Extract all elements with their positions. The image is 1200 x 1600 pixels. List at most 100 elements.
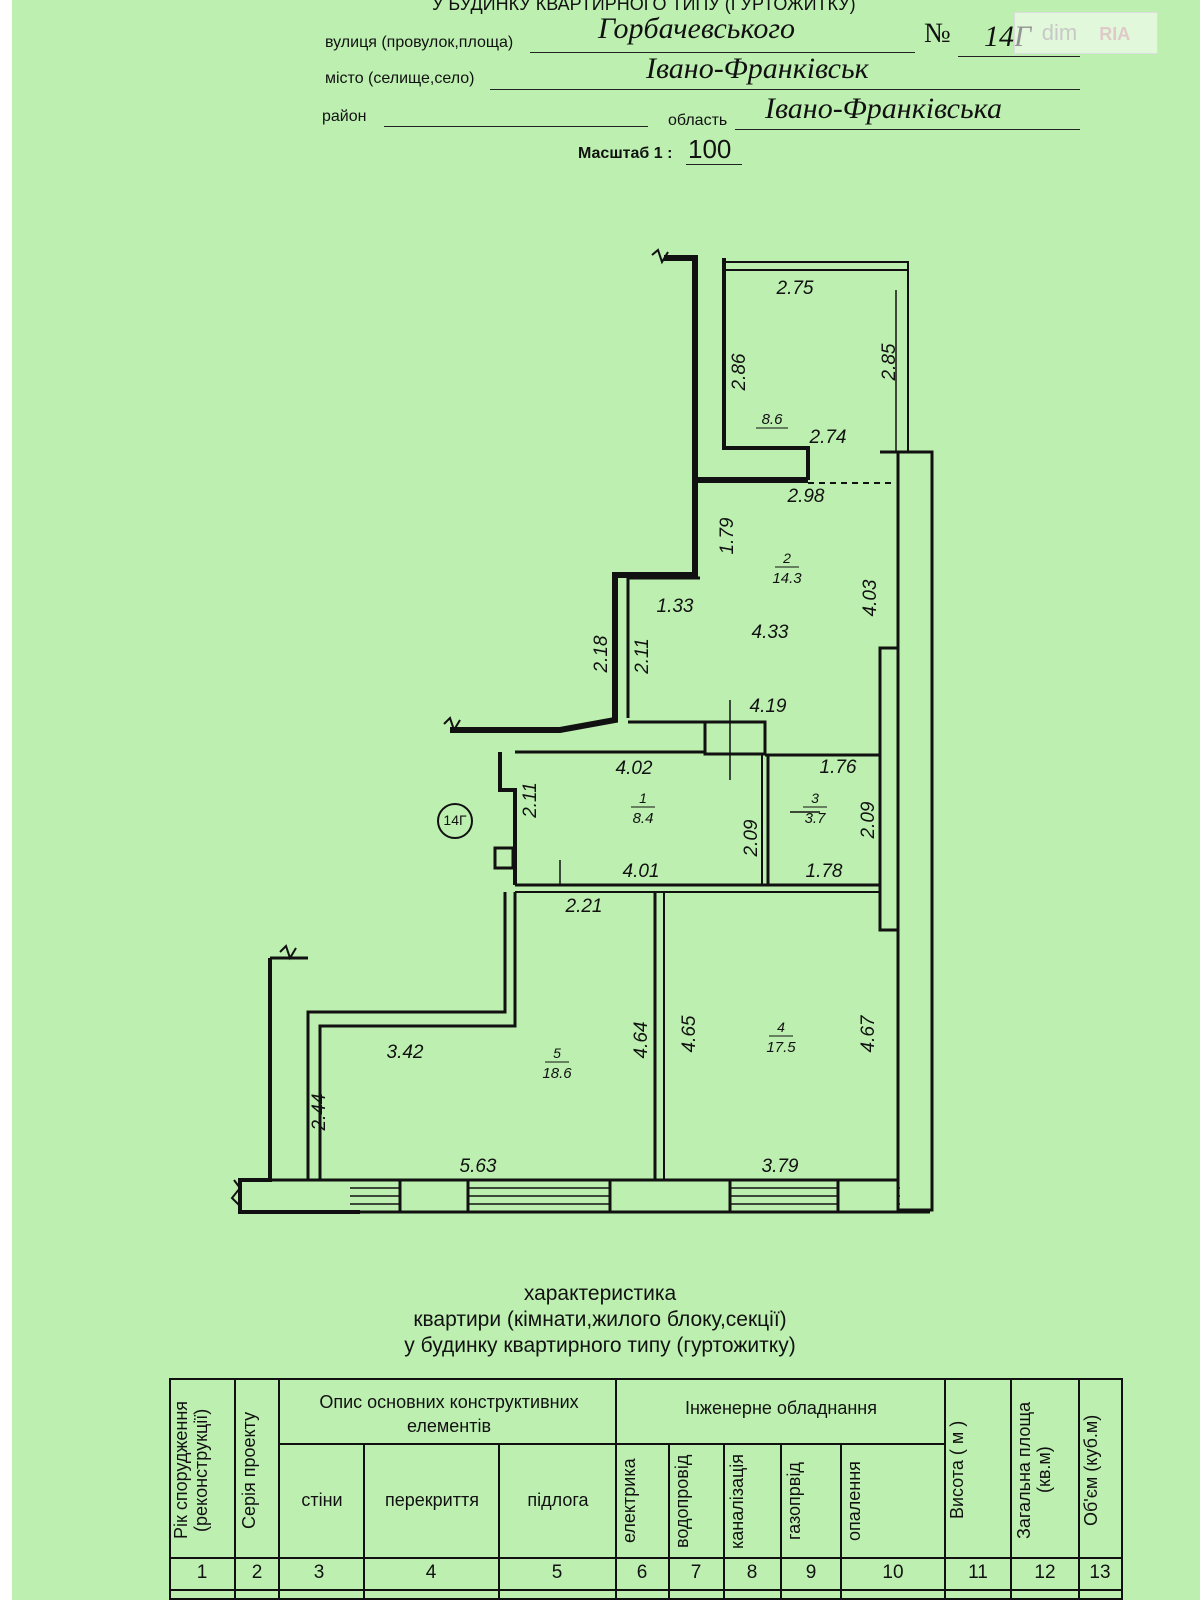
- dimension-label: 2.18: [591, 635, 612, 673]
- city-underline: [490, 89, 1080, 90]
- dimension-label: 1.78: [806, 861, 843, 882]
- col-walls: стіни: [301, 1490, 343, 1510]
- dimension-label: 1.33: [657, 596, 694, 617]
- room-area: 17.5: [766, 1039, 796, 1056]
- col-heating: опалення: [844, 1461, 864, 1541]
- building-number-circle: [437, 803, 473, 839]
- dimension-label: 4.19: [750, 696, 787, 717]
- dimension-label: 4.33: [752, 622, 789, 643]
- window-pier-2: [608, 1178, 732, 1214]
- dimension-label: 4.02: [616, 758, 653, 779]
- room-area: 14.3: [772, 570, 802, 587]
- district-label: район: [322, 108, 367, 125]
- column-number: 6: [636, 1562, 648, 1583]
- street-label: вулиця (провулок,площа): [325, 34, 514, 51]
- characteristics-line2: квартири (кімнати,жилого блоку,секції): [413, 1308, 787, 1331]
- column-number: 12: [1034, 1562, 1056, 1583]
- characteristics-line3: у будинку квартирного типу (гуртожитку): [404, 1334, 796, 1357]
- dimension-label: 2.74: [809, 427, 847, 448]
- balcony-rail: [724, 261, 909, 452]
- col-gas: газопрвід: [784, 1462, 804, 1540]
- room-area: 8.6: [762, 411, 784, 428]
- wall-mid-west: [450, 480, 698, 733]
- dimension-label: 2.09: [741, 819, 762, 857]
- region-label: область: [668, 112, 728, 129]
- group-engineering-equipment: Інженерне обладнання: [684, 1398, 877, 1418]
- scan-margin: [0, 0, 12, 1600]
- col-volume: Об'єм (куб.м): [1081, 1414, 1101, 1526]
- col-sewerage: каналізація: [727, 1453, 747, 1549]
- wall-east-inner: [878, 450, 900, 1210]
- dimension-label: 2.44: [309, 1094, 330, 1132]
- dimension-label: 2.21: [565, 896, 603, 917]
- room-number: 1: [639, 790, 647, 806]
- city-label: місто (селище,село): [325, 70, 475, 87]
- dimension-label: 2.85: [879, 343, 900, 381]
- characteristics-table: Рік спорудження (реконструкції) Серія пр…: [169, 1378, 1123, 1600]
- room-area: 18.6: [542, 1065, 572, 1082]
- watermark-brand-ria: RIA: [1099, 24, 1131, 44]
- building-number: 14Г: [443, 812, 467, 828]
- dimension-label: 3.42: [387, 1042, 424, 1063]
- watermark-brand: dim: [1041, 20, 1078, 45]
- dimension-label: 4.65: [679, 1015, 700, 1052]
- dimension-label: 2.86: [729, 353, 750, 391]
- district-underline: [384, 126, 648, 127]
- wall-hall-top: [703, 720, 767, 756]
- header-top-line: У БУДИНКУ КВАРТИРНОГО ТИПУ (ГУРТОЖИТКУ): [432, 0, 856, 14]
- room-number: 5: [553, 1045, 561, 1061]
- dimension-label: 4.03: [860, 579, 881, 616]
- region-underline: [735, 129, 1080, 130]
- dimension-label: 4.01: [623, 861, 660, 882]
- dimension-label: 2.11: [520, 782, 541, 819]
- dimension-label: 4.64: [631, 1022, 652, 1059]
- column-number: 7: [690, 1562, 702, 1583]
- scale-label: Масштаб 1 :: [578, 145, 673, 162]
- room-number: 3: [811, 790, 819, 806]
- wall-balcony-west: [722, 258, 810, 480]
- col-electricity: електрика: [619, 1458, 639, 1544]
- scale-value: 100: [688, 134, 732, 164]
- number-underline: [958, 56, 1080, 57]
- window-pier-3: [836, 1178, 900, 1214]
- column-number: 8: [746, 1562, 758, 1583]
- column-number: 13: [1089, 1562, 1111, 1583]
- street-underline: [530, 52, 915, 53]
- col-total-area: Загальна площа (кв.м): [1014, 1401, 1054, 1539]
- column-number: 5: [551, 1562, 563, 1583]
- col-project-series: Серія проекту: [239, 1411, 259, 1529]
- door-stub: [493, 846, 515, 870]
- dimria-watermark-logo: dim RIA: [1014, 12, 1158, 54]
- column-number: 9: [805, 1562, 817, 1583]
- number-label: №: [924, 18, 951, 49]
- dimension-label: 2.11: [632, 638, 653, 675]
- room-area: 3.7: [805, 810, 827, 827]
- dimension-label: 3.79: [762, 1156, 799, 1177]
- column-number: 11: [968, 1562, 988, 1583]
- column-number: 1: [196, 1562, 208, 1583]
- street-value: Горбачевського: [598, 12, 796, 45]
- column-number: 4: [425, 1562, 437, 1583]
- column-number: 2: [251, 1562, 263, 1583]
- dimension-label: 2.09: [858, 801, 879, 839]
- wall-outer-west: [664, 255, 808, 483]
- dimension-label: 4.67: [858, 1014, 879, 1052]
- dimension-label: 1.79: [717, 517, 738, 554]
- wall-room5-north: [306, 892, 507, 1180]
- col-year-built: Рік спорудження (реконструкції): [171, 1400, 211, 1540]
- dimension-label: 2.75: [776, 278, 814, 299]
- col-water-supply: водопровід: [672, 1454, 692, 1548]
- room-number: 2: [782, 550, 791, 566]
- region-value: Івано-Франківська: [765, 92, 1002, 125]
- col-flooring: підлога: [527, 1490, 589, 1510]
- group-structural-elements: Опис основних конструктивних елементів: [319, 1392, 579, 1436]
- column-number: 3: [313, 1562, 325, 1583]
- room-area: 8.4: [633, 810, 654, 827]
- dimension-label: 1.76: [820, 757, 857, 778]
- scale-underline: [686, 164, 742, 165]
- dimension-label: 2.98: [787, 486, 825, 507]
- col-height: Висота ( м ): [947, 1420, 967, 1520]
- city-value: Івано-Франківськ: [646, 52, 869, 85]
- window-pier-1: [398, 1178, 470, 1214]
